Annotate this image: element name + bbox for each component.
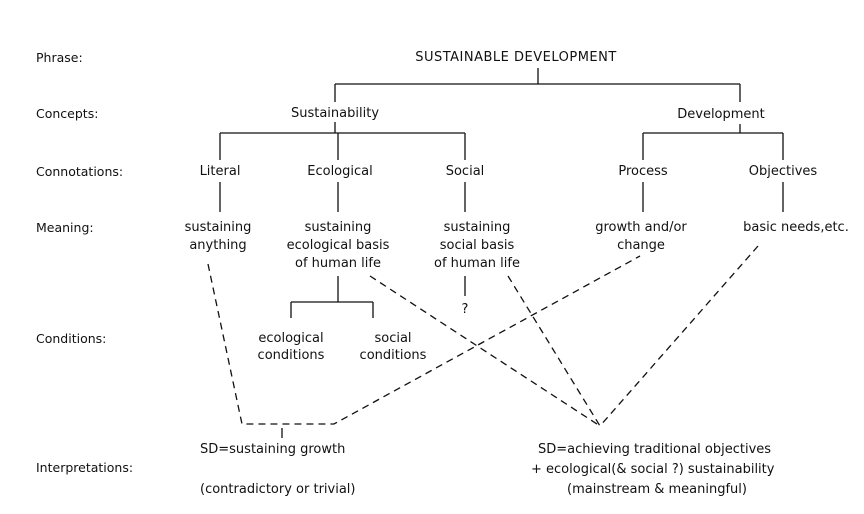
interpretation-left-note: (contradictory or trivial)	[200, 482, 356, 497]
dash-social-to-objectives	[507, 275, 601, 427]
connotation-ecological: Ecological	[307, 164, 373, 179]
row-label-concepts: Concepts:	[36, 106, 99, 121]
interpretation-right-line-2: + ecological(& social ?) sustainability	[531, 462, 775, 477]
connotation-social: Social	[445, 164, 485, 179]
meaning-ecological-line-1: sustaining	[304, 220, 372, 235]
row-label-interpretations: Interpretations:	[36, 460, 134, 475]
meaning-social-line-3: of human life	[434, 256, 520, 271]
meaning-ecological-line-3: of human life	[295, 256, 381, 271]
dash-ecological-to-objectives	[369, 275, 601, 427]
interpretation-left-title: SD=sustaining growth	[200, 442, 346, 457]
meaning-process-line-2: change	[617, 238, 665, 253]
social-question-mark: ?	[461, 302, 469, 317]
row-label-meaning: Meaning:	[36, 220, 94, 235]
condition-ecological-line-2: conditions	[257, 348, 325, 363]
meaning-literal-line-2: anything	[189, 238, 247, 253]
connotation-objectives: Objectives	[748, 164, 818, 179]
row-label-conditions: Conditions:	[36, 331, 107, 346]
meaning-process-line-1: growth and/or	[595, 220, 687, 235]
meaning-social-line-2: social basis	[439, 238, 515, 253]
concept-sustainability: Sustainability	[290, 106, 380, 121]
condition-social-line-1: social	[374, 331, 412, 346]
row-label-connotations: Connotations:	[36, 164, 124, 179]
row-label-phrase: Phrase:	[36, 50, 83, 65]
meaning-literal-line-1: sustaining	[184, 220, 252, 235]
connotation-process: Process	[618, 164, 668, 179]
meaning-ecological-line-2: ecological basis	[286, 238, 390, 253]
interpretation-right-line-1: SD=achieving traditional objectives	[538, 442, 772, 457]
concept-development: Development	[677, 107, 765, 122]
condition-ecological-line-1: ecological	[258, 331, 324, 346]
dash-literal-to-growth	[207, 255, 641, 425]
interpretation-right-line-3: (mainstream & meaningful)	[567, 482, 747, 497]
dash-basic-needs-to-objectives	[599, 245, 759, 427]
meaning-objectives: basic needs,etc.	[743, 220, 849, 235]
connotation-literal: Literal	[199, 164, 241, 179]
condition-social-line-2: conditions	[359, 348, 427, 363]
meaning-social-line-1: sustaining	[443, 220, 511, 235]
phrase-node: SUSTAINABLE DEVELOPMENT	[415, 50, 617, 65]
